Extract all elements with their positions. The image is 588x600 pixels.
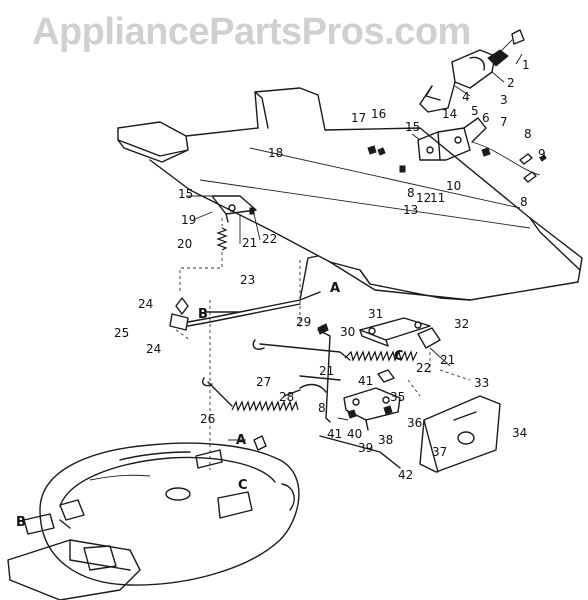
callout-24a: 24 [138,297,153,311]
mower-deck [7,435,300,600]
springs-and-rods [202,323,418,423]
callout-17: 17 [351,111,366,125]
callout-20: 20 [177,237,192,251]
callout-23: 23 [240,273,255,287]
callout-18: 18 [268,146,283,160]
plate-31 [359,317,441,349]
letter-b-lower: B [16,515,26,530]
callout-29: 29 [296,315,311,329]
callout-31: 31 [368,307,383,321]
callout-10: 10 [446,179,461,193]
callout-9: 9 [538,147,546,161]
rod-assembly [169,255,321,341]
callout-21b: 21 [440,353,455,367]
reference-letters: A A B B C C [16,281,404,530]
callout-25: 25 [114,326,129,340]
callout-15a: 15 [405,120,420,134]
callout-8c: 8 [520,195,528,209]
lower-bracket [319,369,401,469]
callout-32: 32 [454,317,469,331]
callout-40: 40 [347,427,362,441]
callout-3: 3 [500,93,508,107]
callout-36: 36 [407,416,422,430]
letter-a-upper: A [330,281,340,296]
hardware-bolts [367,145,547,183]
callout-4: 4 [462,90,470,104]
callout-28: 28 [279,390,294,404]
frame-plate [117,87,583,301]
callout-35: 35 [390,390,405,404]
letter-c-lower: C [238,478,248,493]
callout-labels: 1 2 3 4 5 6 7 8 8 8 9 10 11 12 13 14 15 … [114,58,546,482]
callout-11: 11 [430,191,445,205]
callout-38: 38 [378,433,393,447]
callout-8d: 8 [318,401,326,415]
callout-33: 33 [474,376,489,390]
callout-41a: 41 [358,374,373,388]
watermark-text: AppliancePartsPros.com [32,11,471,53]
callout-2: 2 [507,76,515,90]
callout-24b: 24 [146,342,161,356]
callout-15b: 15 [178,187,193,201]
callout-16: 16 [371,107,386,121]
callout-12: 12 [416,191,431,205]
callout-22b: 22 [416,361,431,375]
left-bracket [179,195,257,292]
leader-lines [186,53,523,441]
callout-37: 37 [432,445,447,459]
letter-b-upper: B [198,307,208,322]
guide-lines [209,300,471,470]
letter-a-lower: A [236,433,246,448]
callout-41b: 41 [327,427,342,441]
callout-21c: 21 [319,364,334,378]
callout-21a: 21 [242,236,257,250]
callout-27: 27 [256,375,271,389]
callout-5: 5 [471,104,479,118]
callout-8b: 8 [407,186,415,200]
callout-39: 39 [358,441,373,455]
callout-8a: 8 [524,127,532,141]
callout-26: 26 [200,412,215,426]
callout-42: 42 [398,468,413,482]
callout-34: 34 [512,426,527,440]
callout-6: 6 [482,111,490,125]
callout-13: 13 [403,203,418,217]
callout-22a: 22 [262,232,277,246]
callout-14: 14 [442,107,457,121]
lever-assembly [417,29,541,176]
callout-7: 7 [500,115,508,129]
callout-1: 1 [522,58,530,72]
letter-c-upper: C [394,349,404,364]
cover-plate [419,395,501,473]
callout-19: 19 [181,213,196,227]
callout-30: 30 [340,325,355,339]
